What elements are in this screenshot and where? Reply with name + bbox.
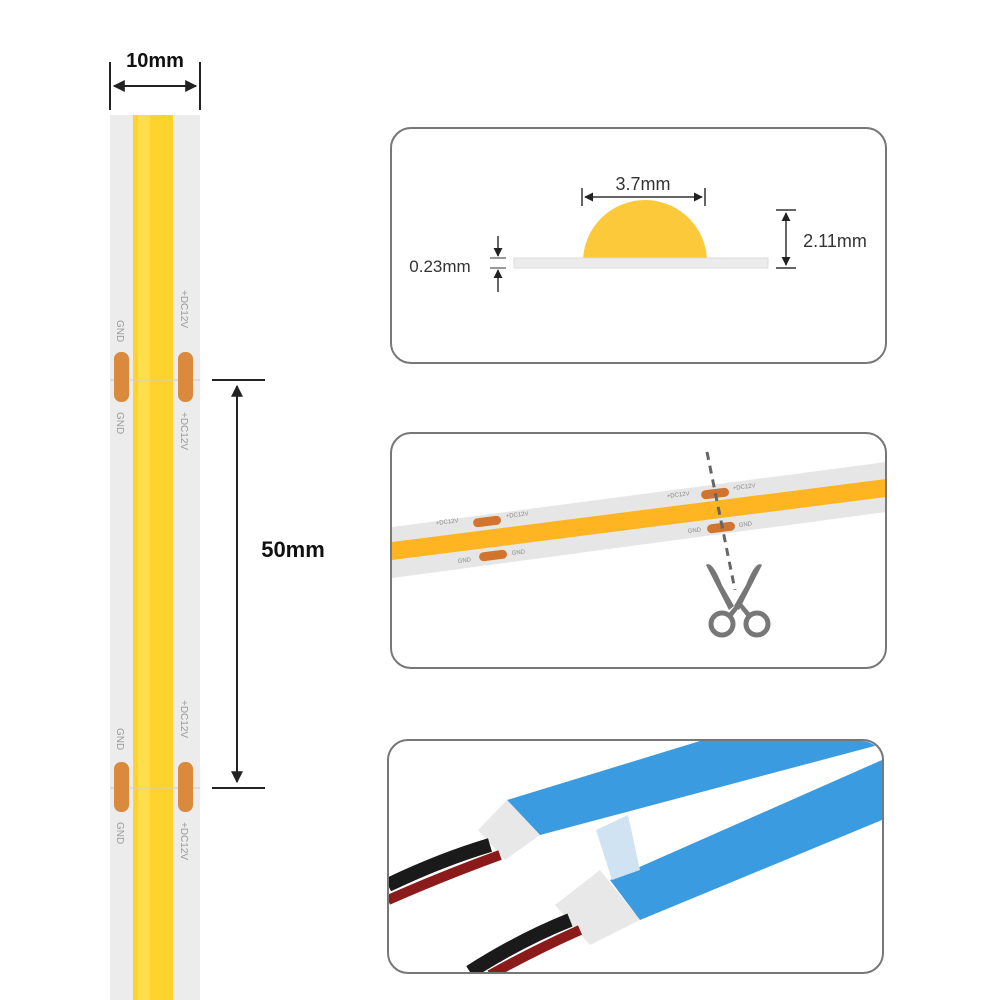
width-label: 10mm — [126, 50, 184, 72]
pad-label-gnd: GND — [512, 549, 527, 557]
cut-line — [705, 451, 737, 591]
pad-label-positive: +DC12V — [178, 700, 189, 738]
width-dimension: 10mm — [109, 50, 201, 110]
heat-shrink-upper — [478, 800, 540, 860]
led-highlight — [138, 115, 150, 1000]
scissors-icon — [706, 564, 771, 638]
cut-interval-label: 50mm — [261, 537, 325, 562]
solder-pad-gnd — [114, 352, 129, 402]
pad-label-gnd: GND — [114, 412, 125, 434]
pad-label-positive: +DC12V — [667, 491, 690, 500]
solder-pad-positive — [178, 352, 193, 402]
wire-red — [487, 925, 583, 972]
solder-pad-positive — [178, 762, 193, 812]
height-label: 2.11mm — [803, 231, 867, 251]
cut-interval-dimension: 50mm — [212, 379, 325, 789]
pad-label-gnd: GND — [739, 521, 754, 529]
cross-section-panel: 3.7mm 2.11mm 0.23mm — [390, 127, 887, 364]
pcb-base — [513, 257, 769, 269]
wire-black — [466, 913, 573, 972]
solder-pad — [473, 515, 501, 528]
led-strip-vertical: GND GND +DC12V +DC12V GND GND +DC12V +DC… — [110, 115, 200, 1000]
wire-red — [389, 850, 502, 905]
pad-label-gnd: GND — [458, 557, 473, 565]
adhesive-panel — [387, 739, 884, 974]
chip-width-label: 3.7mm — [615, 174, 670, 194]
pad-label-positive: +DC12V — [436, 518, 459, 527]
peeled-liner — [596, 815, 640, 880]
pad-label-gnd: GND — [114, 822, 125, 844]
pad-label-positive: +DC12V — [178, 822, 189, 860]
pad-label-positive: +DC12V — [178, 412, 189, 450]
pad-label-positive: +DC12V — [178, 290, 189, 328]
pad-label-gnd: GND — [114, 728, 125, 750]
solder-pad-gnd — [114, 762, 129, 812]
pad-label-positive: +DC12V — [733, 483, 756, 492]
diagonal-strip-led — [392, 479, 885, 560]
pad-label-gnd: GND — [688, 527, 703, 535]
adhesive-tape-lower — [610, 760, 882, 920]
solder-pad — [479, 549, 507, 562]
cut-panel: +DC12V +DC12V GND GND +DC12V +DC12V GND … — [390, 432, 887, 669]
cob-dome — [583, 200, 707, 262]
pcb-thickness-label: 0.23mm — [409, 257, 470, 276]
pad-label-gnd: GND — [114, 320, 125, 342]
adhesive-tape-upper — [507, 741, 882, 835]
pad-label-positive: +DC12V — [506, 511, 529, 520]
wire-black — [389, 838, 493, 892]
